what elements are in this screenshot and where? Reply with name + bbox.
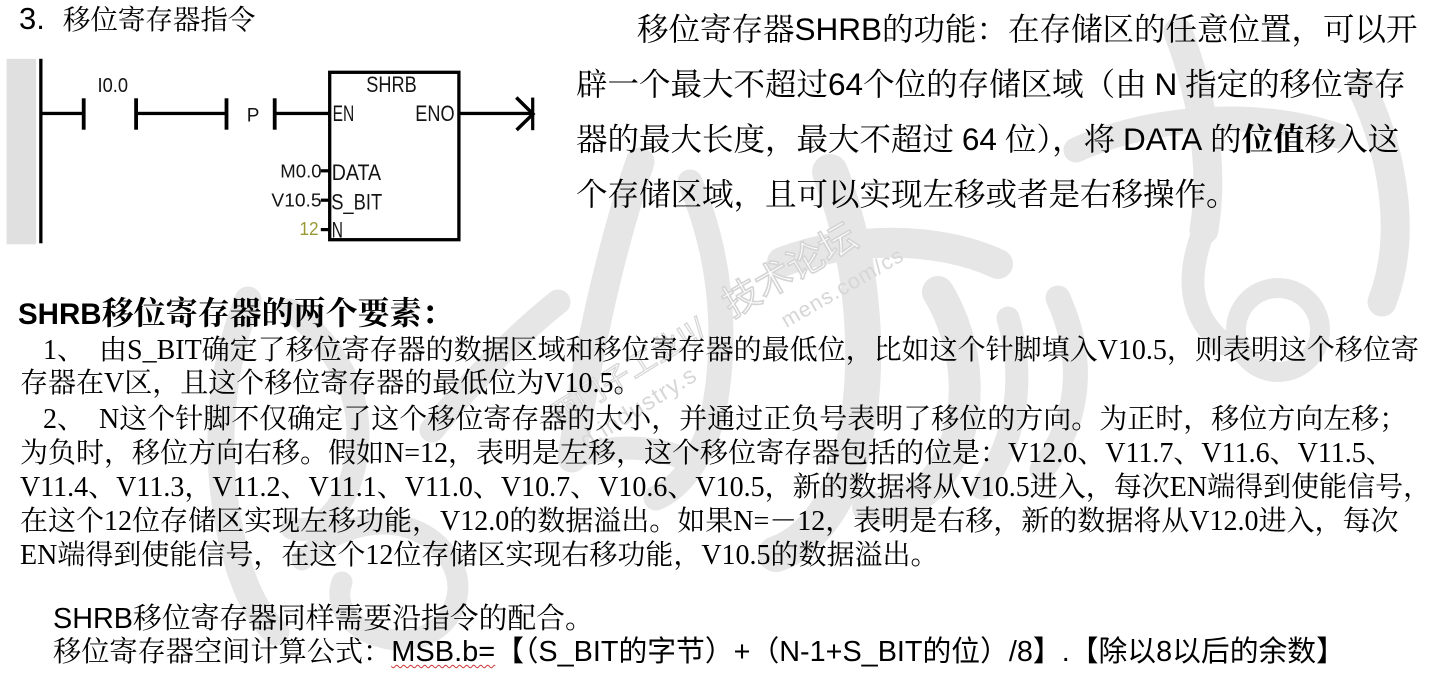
svg-text:M0.0: M0.0: [280, 161, 321, 182]
svg-text:12: 12: [300, 218, 319, 239]
svg-text:S_BIT: S_BIT: [331, 190, 382, 215]
svg-text:N: N: [332, 218, 343, 243]
svg-text:ENO: ENO: [415, 101, 454, 126]
svg-text:P: P: [247, 105, 260, 126]
svg-text:DATA: DATA: [332, 160, 382, 185]
svg-text:EN: EN: [333, 101, 355, 126]
svg-text:SHRB: SHRB: [366, 72, 416, 97]
svg-text:I0.0: I0.0: [98, 75, 129, 97]
svg-text:V10.5: V10.5: [271, 190, 321, 211]
